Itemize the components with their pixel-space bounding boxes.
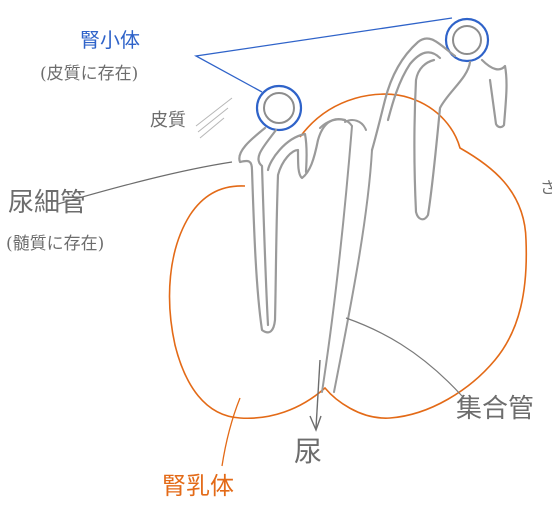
papilla-pointer-line xyxy=(221,397,241,467)
cortex-label: 皮質 xyxy=(150,110,186,131)
glomerulus-label: 腎小体 xyxy=(80,28,140,52)
glomerulus-right xyxy=(444,17,490,63)
renal-papilla-outline xyxy=(168,93,528,420)
glomerulus-left xyxy=(255,84,303,132)
renal-papilla-label: 腎乳体 xyxy=(162,472,234,500)
urine-arrow xyxy=(309,359,322,432)
renal-tubule-label: 尿細管 xyxy=(8,188,87,218)
edge-mark: さ xyxy=(540,178,552,197)
urine-label: 尿 xyxy=(294,435,323,468)
renal-tubule-right xyxy=(370,37,508,221)
collecting-duct-label: 集合管 xyxy=(456,394,535,424)
tubule-pointer-line xyxy=(57,161,233,205)
glomerulus-location-note: (皮質に存在) xyxy=(40,64,139,84)
glomerulus-pointer-lines xyxy=(193,17,453,93)
renal-tubule-left xyxy=(238,118,347,334)
collecting-duct xyxy=(319,118,373,393)
collecting-duct-pointer-line xyxy=(345,317,463,397)
cortex-hatch-marks xyxy=(195,97,233,139)
renal-tubule-location-note: (髄質に存在) xyxy=(6,234,105,254)
